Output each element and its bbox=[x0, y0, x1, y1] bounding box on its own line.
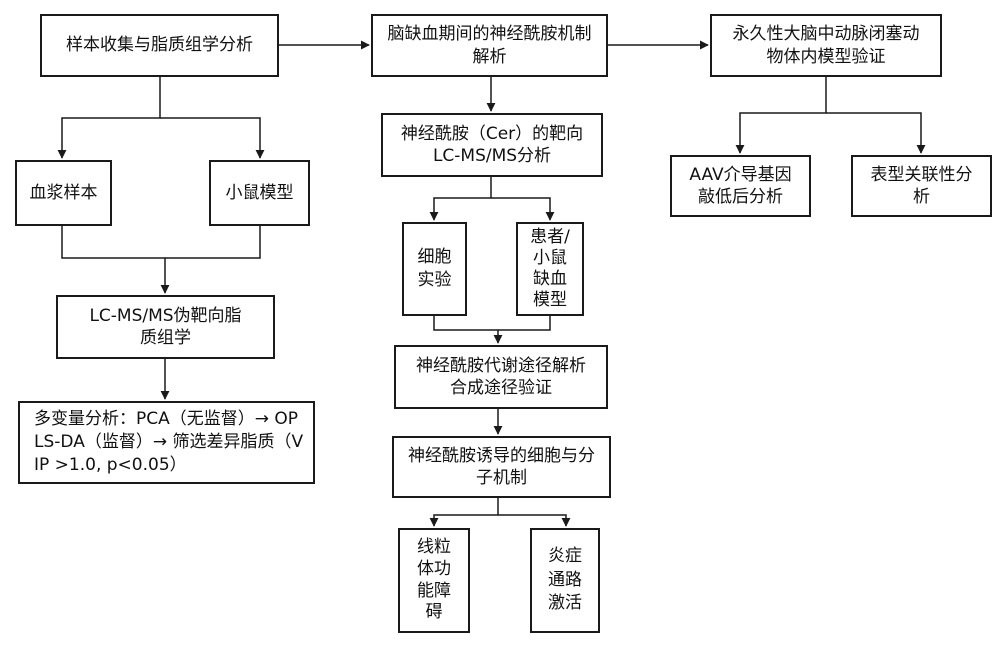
edge-patient-model-to-pathway bbox=[498, 316, 551, 331]
edge-plasma-to-pseudo-targeted bbox=[61, 226, 170, 294]
edge-mouse-model-to-pseudo-targeted bbox=[165, 226, 261, 259]
node-patient-model-label: 患者/小鼠缺血模型 bbox=[530, 226, 570, 311]
node-inflammation-label: 炎症通路激活 bbox=[548, 546, 582, 614]
node-sample-collection-label: 样本收集与脂质组学分析 bbox=[66, 35, 253, 56]
node-phenotype: 表型关联性分析 bbox=[851, 155, 992, 217]
node-mcao-label: 永久性大脑中动脉闭塞动物体内模型验证 bbox=[732, 24, 920, 67]
node-plasma-label: 血浆样本 bbox=[29, 182, 98, 203]
node-sample-collection: 样本收集与脂质组学分析 bbox=[40, 14, 279, 77]
edge-targeted-cer-to-patient-model bbox=[491, 197, 555, 221]
node-targeted-cer-label: 神经酰胺（Cer）的靶向LC-MS/MS分析 bbox=[400, 123, 584, 166]
node-cell-exp: 细胞实验 bbox=[402, 222, 467, 316]
node-mito: 线粒体功能障碍 bbox=[398, 528, 470, 633]
node-aav-label: AAV介导基因敲低后分析 bbox=[689, 164, 792, 207]
node-mechanism: 脑缺血期间的神经酰胺机制解析 bbox=[371, 14, 608, 77]
node-induced: 神经酰胺诱导的细胞与分子机制 bbox=[392, 436, 611, 498]
edge-sample-collection-to-plasma bbox=[57, 77, 161, 159]
node-multivariate-label: 多变量分析：PCA（无监督）→ OPLS-DA（监督）→ 筛选差异脂质（VIP … bbox=[34, 408, 304, 476]
edge-sample-collection-to-mouse-model bbox=[160, 117, 265, 159]
node-pathway: 神经酰胺代谢途径解析合成途径验证 bbox=[394, 345, 608, 409]
node-mcao: 永久性大脑中动脉闭塞动物体内模型验证 bbox=[710, 14, 942, 77]
node-multivariate: 多变量分析：PCA（无监督）→ OPLS-DA（监督）→ 筛选差异脂质（VIP … bbox=[18, 401, 315, 484]
edge-mcao-to-aav bbox=[735, 77, 827, 154]
node-mechanism-label: 脑缺血期间的神经酰胺机制解析 bbox=[387, 24, 592, 67]
node-patient-model: 患者/小鼠缺血模型 bbox=[516, 222, 584, 316]
node-pseudo-targeted: LC-MS/MS伪靶向脂质组学 bbox=[56, 295, 275, 359]
edge-induced-to-mito bbox=[429, 498, 499, 527]
edge-cell-exp-to-pathway bbox=[433, 316, 503, 344]
node-phenotype-label: 表型关联性分析 bbox=[870, 164, 973, 207]
edge-induced-to-inflammation bbox=[498, 514, 571, 527]
edge-targeted-cer-to-cell-exp bbox=[429, 177, 492, 221]
node-inflammation: 炎症通路激活 bbox=[530, 528, 600, 633]
edge-mcao-to-phenotype bbox=[826, 112, 926, 154]
node-pathway-label: 神经酰胺代谢途径解析合成途径验证 bbox=[416, 355, 586, 398]
node-mouse-model-label: 小鼠模型 bbox=[225, 182, 294, 203]
node-mito-label: 线粒体功能障碍 bbox=[417, 537, 451, 623]
node-mouse-model: 小鼠模型 bbox=[209, 160, 310, 226]
node-induced-label: 神经酰胺诱导的细胞与分子机制 bbox=[408, 445, 595, 488]
node-cell-exp-label: 细胞实验 bbox=[417, 246, 452, 290]
node-pseudo-targeted-label: LC-MS/MS伪靶向脂质组学 bbox=[89, 305, 242, 348]
node-plasma: 血浆样本 bbox=[15, 160, 112, 226]
node-targeted-cer: 神经酰胺（Cer）的靶向LC-MS/MS分析 bbox=[381, 113, 603, 177]
node-aav: AAV介导基因敲低后分析 bbox=[670, 155, 811, 217]
